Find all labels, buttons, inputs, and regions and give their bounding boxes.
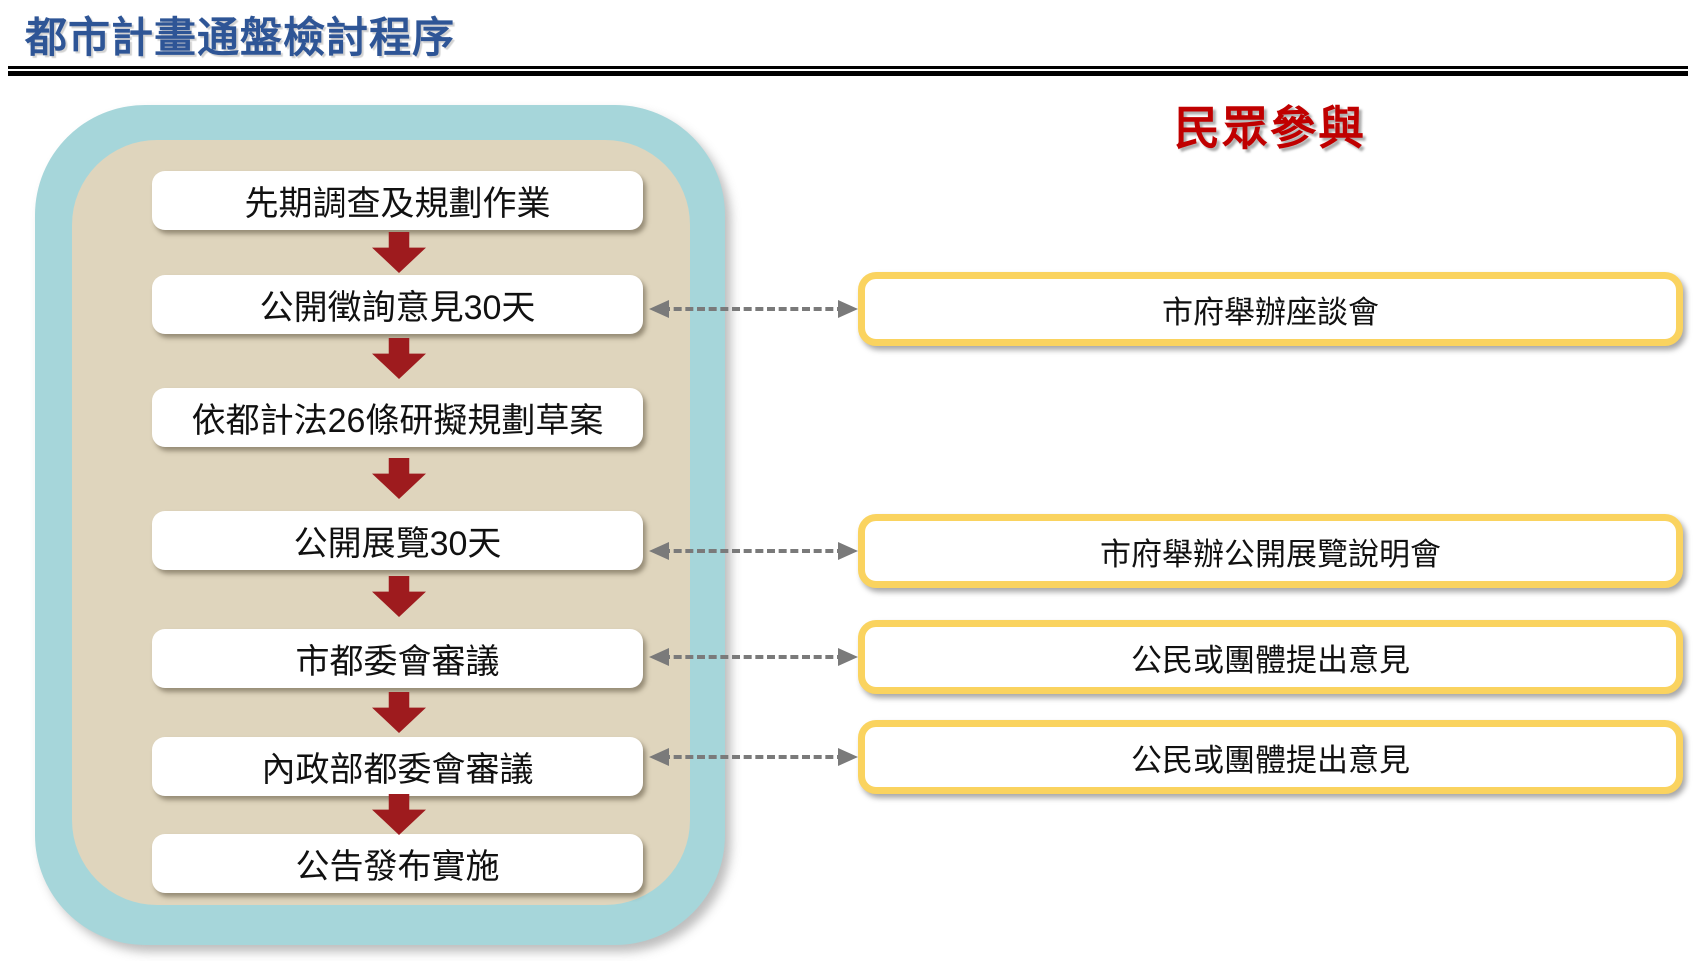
arrowhead-right-icon: [838, 300, 858, 318]
flow-step-7: 公告發布實施: [152, 834, 643, 893]
flow-step-3: 依都計法26條研擬規劃草案: [152, 388, 643, 447]
arrowhead-right-icon: [838, 748, 858, 766]
arrowhead-left-icon: [649, 300, 669, 318]
dashed-connector-icon: [649, 748, 858, 766]
flow-step-2: 公開徵詢意見30天: [152, 275, 643, 334]
dashed-line: [662, 549, 845, 553]
flow-step-1: 先期調查及規劃作業: [152, 171, 643, 230]
dashed-line: [662, 755, 845, 759]
divider-line-thin: [8, 66, 1688, 69]
arrowhead-right-icon: [838, 542, 858, 560]
participation-box-4: 公民或團體提出意見: [858, 720, 1683, 794]
participation-box-1: 市府舉辦座談會: [858, 272, 1683, 346]
arrowhead-left-icon: [649, 542, 669, 560]
flow-step-4: 公開展覽30天: [152, 511, 643, 570]
dashed-connector-icon: [649, 648, 858, 666]
arrowhead-left-icon: [649, 648, 669, 666]
flow-step-6: 內政部都委會審議: [152, 737, 643, 796]
dashed-line: [662, 655, 845, 659]
title-divider: [8, 66, 1688, 76]
participation-title: 民眾參與: [1174, 102, 1366, 154]
arrowhead-left-icon: [649, 748, 669, 766]
participation-box-3: 公民或團體提出意見: [858, 620, 1683, 694]
dashed-connector-icon: [649, 542, 858, 560]
page-title: 都市計畫通盤檢討程序: [25, 14, 456, 61]
flow-step-5: 市都委會審議: [152, 629, 643, 688]
participation-box-2: 市府舉辦公開展覽說明會: [858, 514, 1683, 588]
dashed-line: [662, 307, 845, 311]
arrowhead-right-icon: [838, 648, 858, 666]
divider-line-thick: [8, 71, 1688, 76]
dashed-connector-icon: [649, 300, 858, 318]
